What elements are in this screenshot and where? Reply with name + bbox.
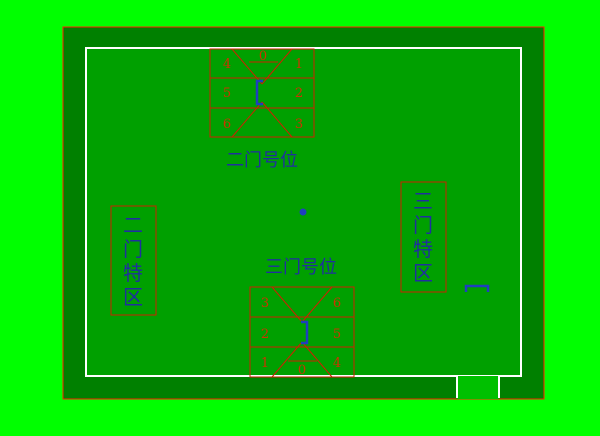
- bottom-num-right-middle: 5: [333, 327, 341, 342]
- top-goal-bracket: [255, 79, 263, 106]
- bottom-num-right-upper: 6: [333, 296, 341, 311]
- left-zone-box: [110, 205, 157, 316]
- bottom-box-diag-1: [271, 286, 303, 323]
- bottom-position-box: [249, 286, 355, 378]
- vertical-label-char: 三: [413, 189, 433, 213]
- vertical-label-char: 区: [413, 261, 433, 285]
- bottom-box-caption: 三门号位: [265, 257, 337, 278]
- top-box-diag-4: [261, 101, 293, 138]
- vertical-label-char: 门: [413, 213, 433, 237]
- top-position-box: [209, 48, 315, 138]
- side-goal-bracket: [464, 284, 490, 292]
- top-box-diag-3: [231, 101, 263, 138]
- vertical-label-char: 区: [123, 285, 143, 309]
- top-num-right-upper: 1: [295, 57, 303, 72]
- top-num-right-lower: 3: [295, 117, 303, 132]
- bottom-box-diag-4: [301, 341, 333, 378]
- right-zone-box: [400, 181, 447, 293]
- vertical-label-char: 特: [413, 237, 433, 261]
- top-num-right-middle: 2: [295, 86, 303, 101]
- bottom-goal-bracket: [301, 320, 309, 345]
- vertical-label-char: 门: [123, 237, 143, 261]
- vertical-label-char: 特: [123, 261, 143, 285]
- top-box-caption: 二门号位: [226, 150, 298, 171]
- center-dot: [299, 208, 307, 216]
- exit-lane: [457, 376, 499, 399]
- bottom-num-left-lower: 1: [261, 356, 269, 371]
- top-num-left-middle: 5: [223, 86, 231, 101]
- left-zone-label: 二门特区: [123, 213, 143, 309]
- top-box-diag-2: [261, 48, 293, 85]
- bottom-box-numbers: 3 6 2 5 1 4 0: [261, 296, 341, 378]
- bottom-box-diag-3: [271, 341, 303, 378]
- top-box-diag-1: [231, 48, 263, 85]
- bottom-box-outline: [249, 286, 355, 378]
- top-box-outline: [209, 48, 315, 138]
- top-box-numbers: 0 4 1 5 2 6 3: [223, 49, 303, 132]
- bottom-num-left-upper: 3: [261, 296, 269, 311]
- top-num-left-lower: 6: [223, 117, 231, 132]
- bottom-box-diag-2: [301, 286, 333, 323]
- right-zone-label: 三门特区: [413, 189, 433, 285]
- top-num-top: 0: [259, 49, 267, 64]
- vertical-label-char: 二: [123, 213, 143, 237]
- bottom-num-right-lower: 4: [333, 356, 341, 371]
- bottom-num-bottom: 0: [298, 363, 306, 378]
- bottom-num-left-middle: 2: [261, 327, 269, 342]
- top-num-left-upper: 4: [223, 57, 231, 72]
